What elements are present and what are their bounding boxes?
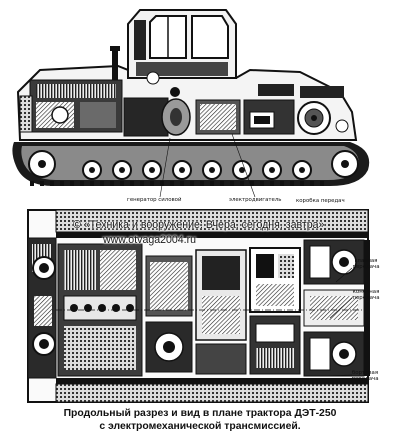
caption-line-2: с электромеханической трансмиссией. — [99, 421, 301, 432]
generator-label: генератор силовой — [127, 197, 182, 203]
electric-motor-label: электродвигатель — [229, 197, 282, 203]
track — [12, 142, 370, 186]
side-gear-label: бортовая передача — [351, 370, 379, 382]
plan-view — [27, 209, 370, 403]
watermark-url: www.otvaga2004.ru — [103, 234, 197, 246]
final-drive-label: конечная передача — [352, 289, 380, 301]
figure-caption: Продольный разрез и вид в плане трактора… — [0, 407, 400, 433]
copyright-symbol: © — [73, 219, 81, 231]
transmission-box-label: коробка передач — [296, 198, 345, 204]
cab — [127, 9, 237, 97]
watermark-title: © «Техника и вооружение: Вчера, сегодня,… — [73, 219, 324, 231]
watermark-text: «Техника и вооружение: Вчера, сегодня, з… — [83, 219, 325, 231]
side-view — [12, 9, 370, 198]
caption-line-1: Продольный разрез и вид в плане трактора… — [63, 408, 337, 419]
main-transmission-label: главная передача — [352, 258, 380, 270]
